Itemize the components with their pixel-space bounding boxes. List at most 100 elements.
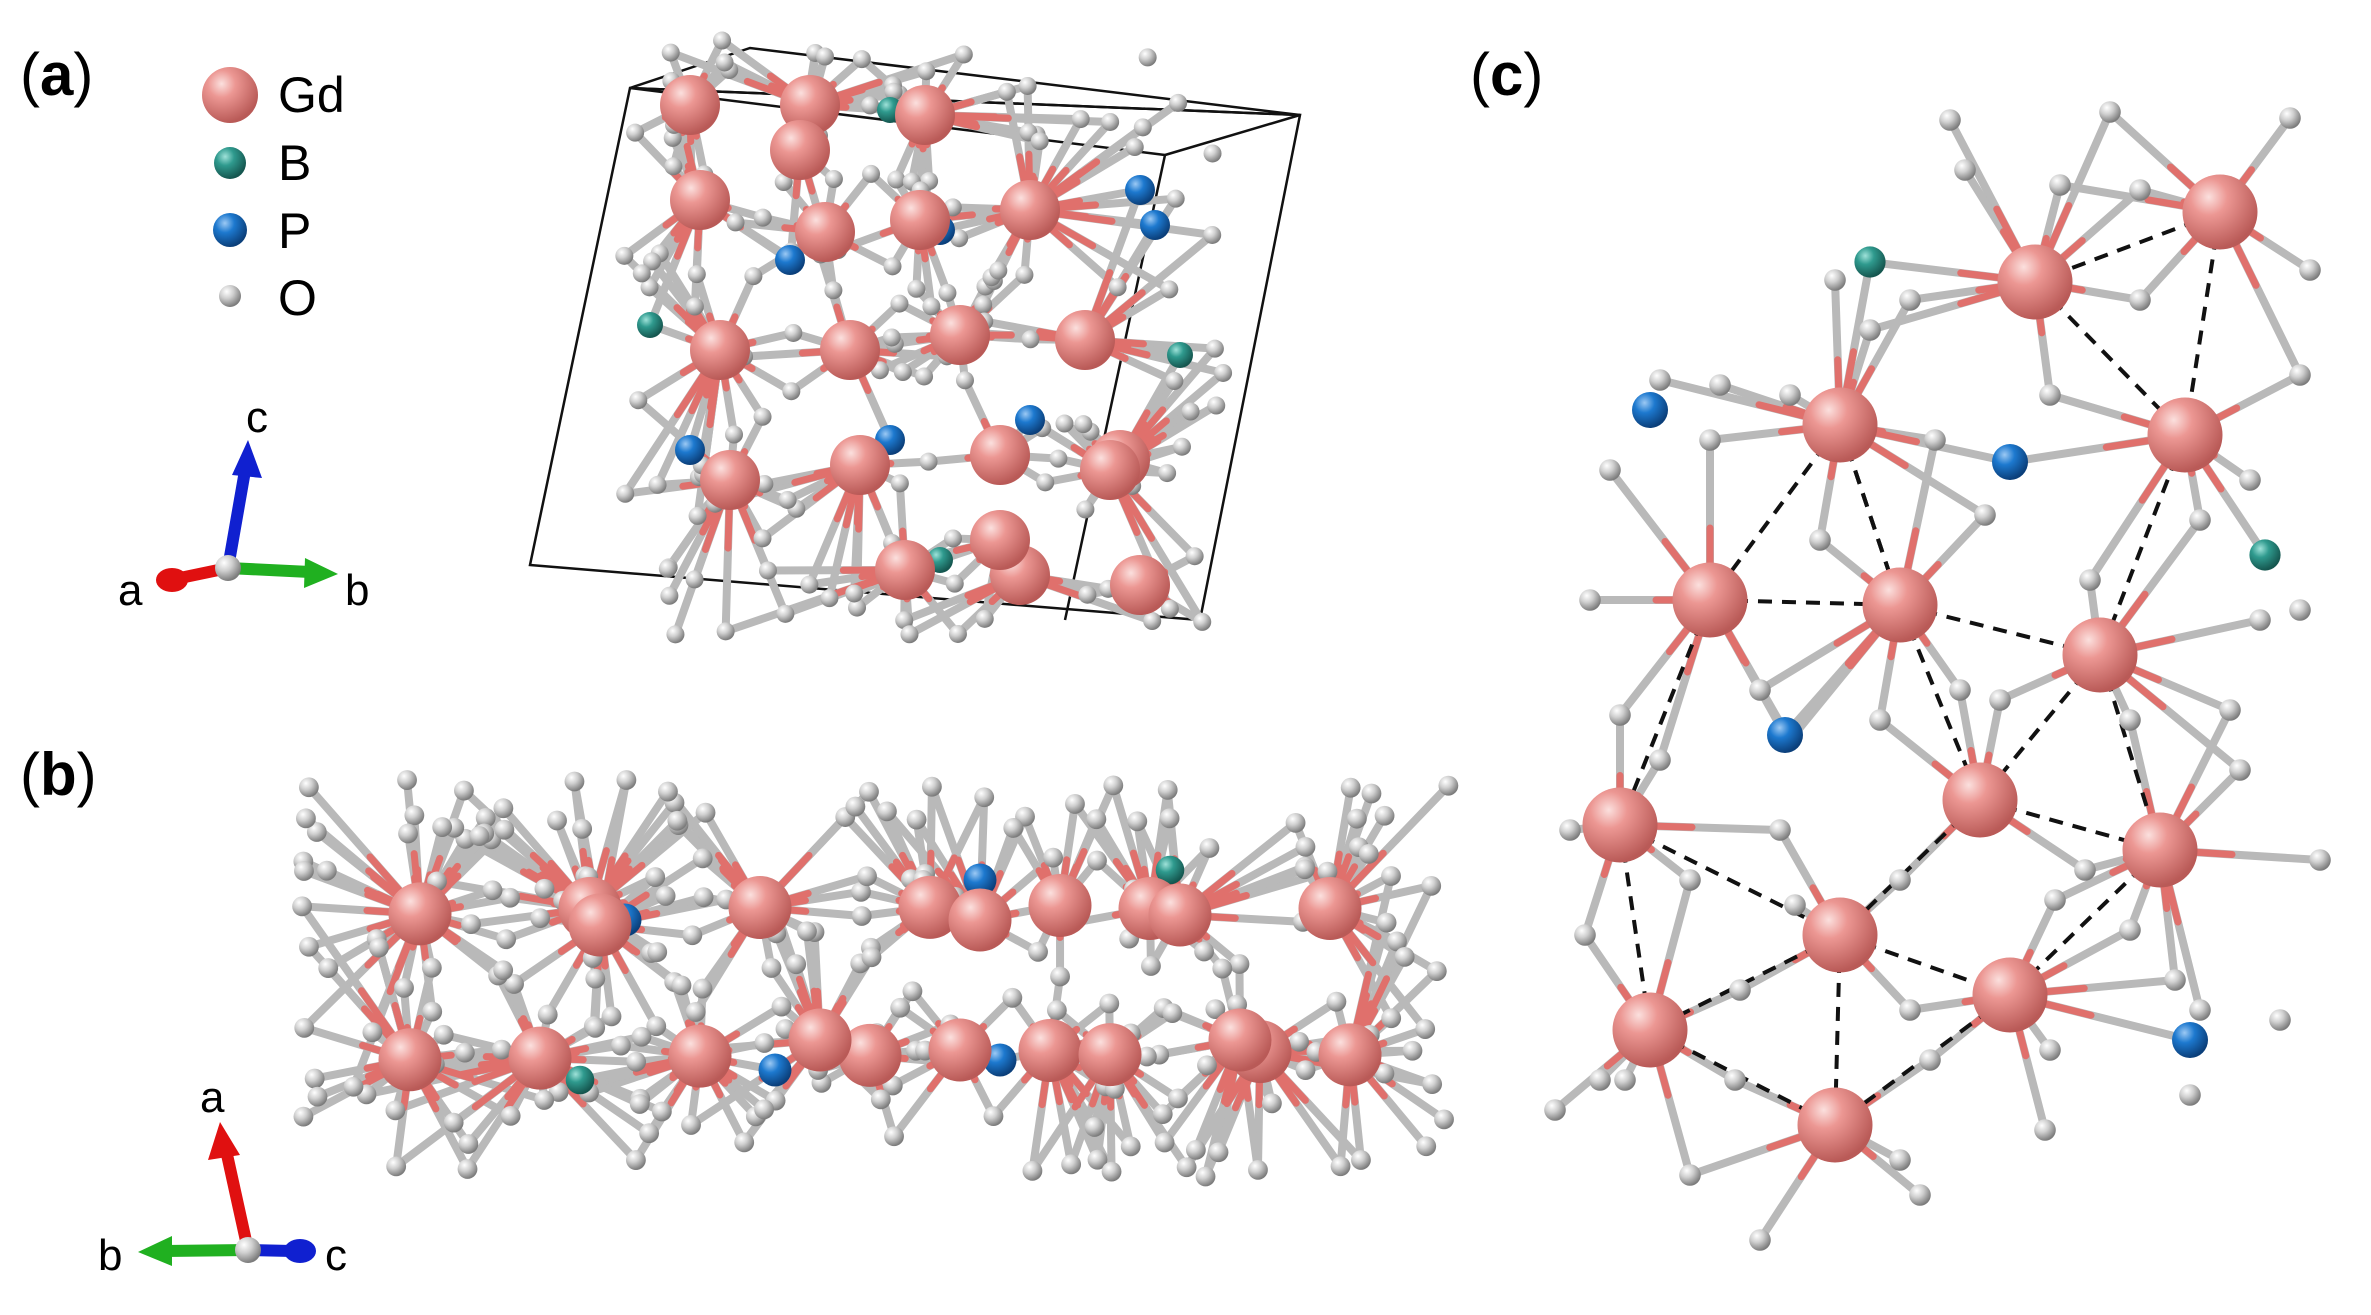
b-axis-arrow-b (164, 1244, 249, 1257)
o-atom (820, 589, 839, 608)
o-atom (296, 808, 316, 829)
o-atom (306, 822, 327, 842)
o-atom (394, 977, 414, 998)
o-atom (1203, 225, 1222, 244)
o-atom (1889, 1149, 1911, 1171)
b-atom (1167, 342, 1193, 368)
o-atom (1422, 1074, 1443, 1095)
o-atom (1084, 1117, 1105, 1137)
o-atom (293, 1106, 314, 1127)
c-axis-arrow (222, 463, 252, 570)
o-atom (887, 170, 906, 189)
gd-atom (1862, 567, 1938, 643)
o-atom (2034, 1119, 2056, 1141)
axis-label-b-b: b (98, 1231, 122, 1280)
o-atom (2219, 699, 2241, 721)
gd-atom (930, 305, 990, 365)
gd-atom (1797, 1087, 1873, 1163)
o-atom (692, 978, 713, 999)
o-atom (1061, 1154, 1082, 1175)
legend-p-label: P (278, 203, 311, 259)
o-atom (919, 452, 938, 471)
o-atom (2269, 1009, 2291, 1031)
o-atom (398, 823, 418, 844)
b-atom (1155, 855, 1185, 885)
o-atom (385, 1100, 406, 1121)
gd-atom (795, 202, 855, 262)
p-atom (2172, 1022, 2208, 1058)
o-atom (877, 801, 897, 822)
o-atom (1709, 374, 1731, 396)
panel-letter-b: b (40, 741, 77, 808)
o-atom (1340, 777, 1361, 798)
structure-panel-b (292, 770, 1459, 1187)
o-atom (454, 780, 474, 801)
o-atom (343, 1076, 364, 1097)
o-atom (1262, 1093, 1282, 1114)
o-atom (2299, 259, 2321, 281)
o-atom (1679, 1164, 1701, 1186)
o-atom (1015, 265, 1034, 284)
o-atom (534, 1090, 555, 1110)
gd-atom (1672, 562, 1748, 638)
gd-atom (1972, 957, 2048, 1033)
gd-atom (1582, 787, 1658, 863)
o-atom (1212, 958, 1233, 979)
o-atom (530, 908, 551, 929)
o-atom (862, 164, 881, 183)
o-atom (1899, 999, 1921, 1021)
o-atom (922, 297, 941, 316)
o-atom (1101, 112, 1120, 131)
o-atom (713, 31, 732, 50)
o-atom (1002, 987, 1023, 1008)
o-atom (974, 787, 995, 808)
o-atom (857, 866, 877, 887)
o-atom (1159, 808, 1180, 829)
o-atom (626, 1150, 646, 1170)
o-atom (1889, 869, 1911, 891)
panel-letter-c: c (1490, 41, 1523, 108)
o-atom (955, 371, 974, 390)
o-atom (658, 559, 677, 578)
o-atom (851, 906, 872, 926)
gd-atom (1028, 874, 1092, 938)
o-atom (1295, 1060, 1316, 1081)
o-atom (1589, 1069, 1611, 1091)
o-atom (547, 810, 567, 831)
p-atom (1767, 717, 1803, 753)
p-atom (1140, 210, 1170, 240)
o-atom (1989, 689, 2011, 711)
o-atom (572, 818, 593, 839)
o-atom (1185, 547, 1204, 566)
gd-gd-contact (1618, 599, 1712, 826)
o-atom (1194, 941, 1215, 962)
o-atom (1101, 1161, 1122, 1182)
legend-b-sphere (214, 147, 246, 179)
o-atom (482, 880, 503, 901)
o-atom (906, 809, 927, 830)
o-atom (616, 770, 637, 790)
o-atom (640, 278, 659, 297)
o-atom (1974, 504, 1996, 526)
o-atom (692, 848, 713, 869)
o-atom (1346, 808, 1367, 829)
o-atom (1317, 861, 1338, 882)
gd-atom (838, 1023, 902, 1087)
o-atom (298, 777, 319, 798)
gd-atom (700, 450, 760, 510)
o-atom (500, 887, 520, 908)
b-atom (2249, 539, 2281, 571)
o-atom (1679, 869, 1701, 891)
o-atom (1824, 269, 1846, 291)
o-atom (1614, 1069, 1636, 1091)
o-atom (1924, 429, 1946, 451)
legend-gd-sphere (202, 67, 258, 123)
o-atom (493, 960, 514, 981)
o-atom (422, 1001, 443, 1022)
gd-atom (1802, 387, 1878, 463)
o-atom (1160, 280, 1179, 299)
o-atom (639, 1123, 660, 1144)
o-atom (647, 942, 668, 962)
o-atom (1438, 775, 1459, 796)
legend: Gd B P O (202, 67, 345, 326)
